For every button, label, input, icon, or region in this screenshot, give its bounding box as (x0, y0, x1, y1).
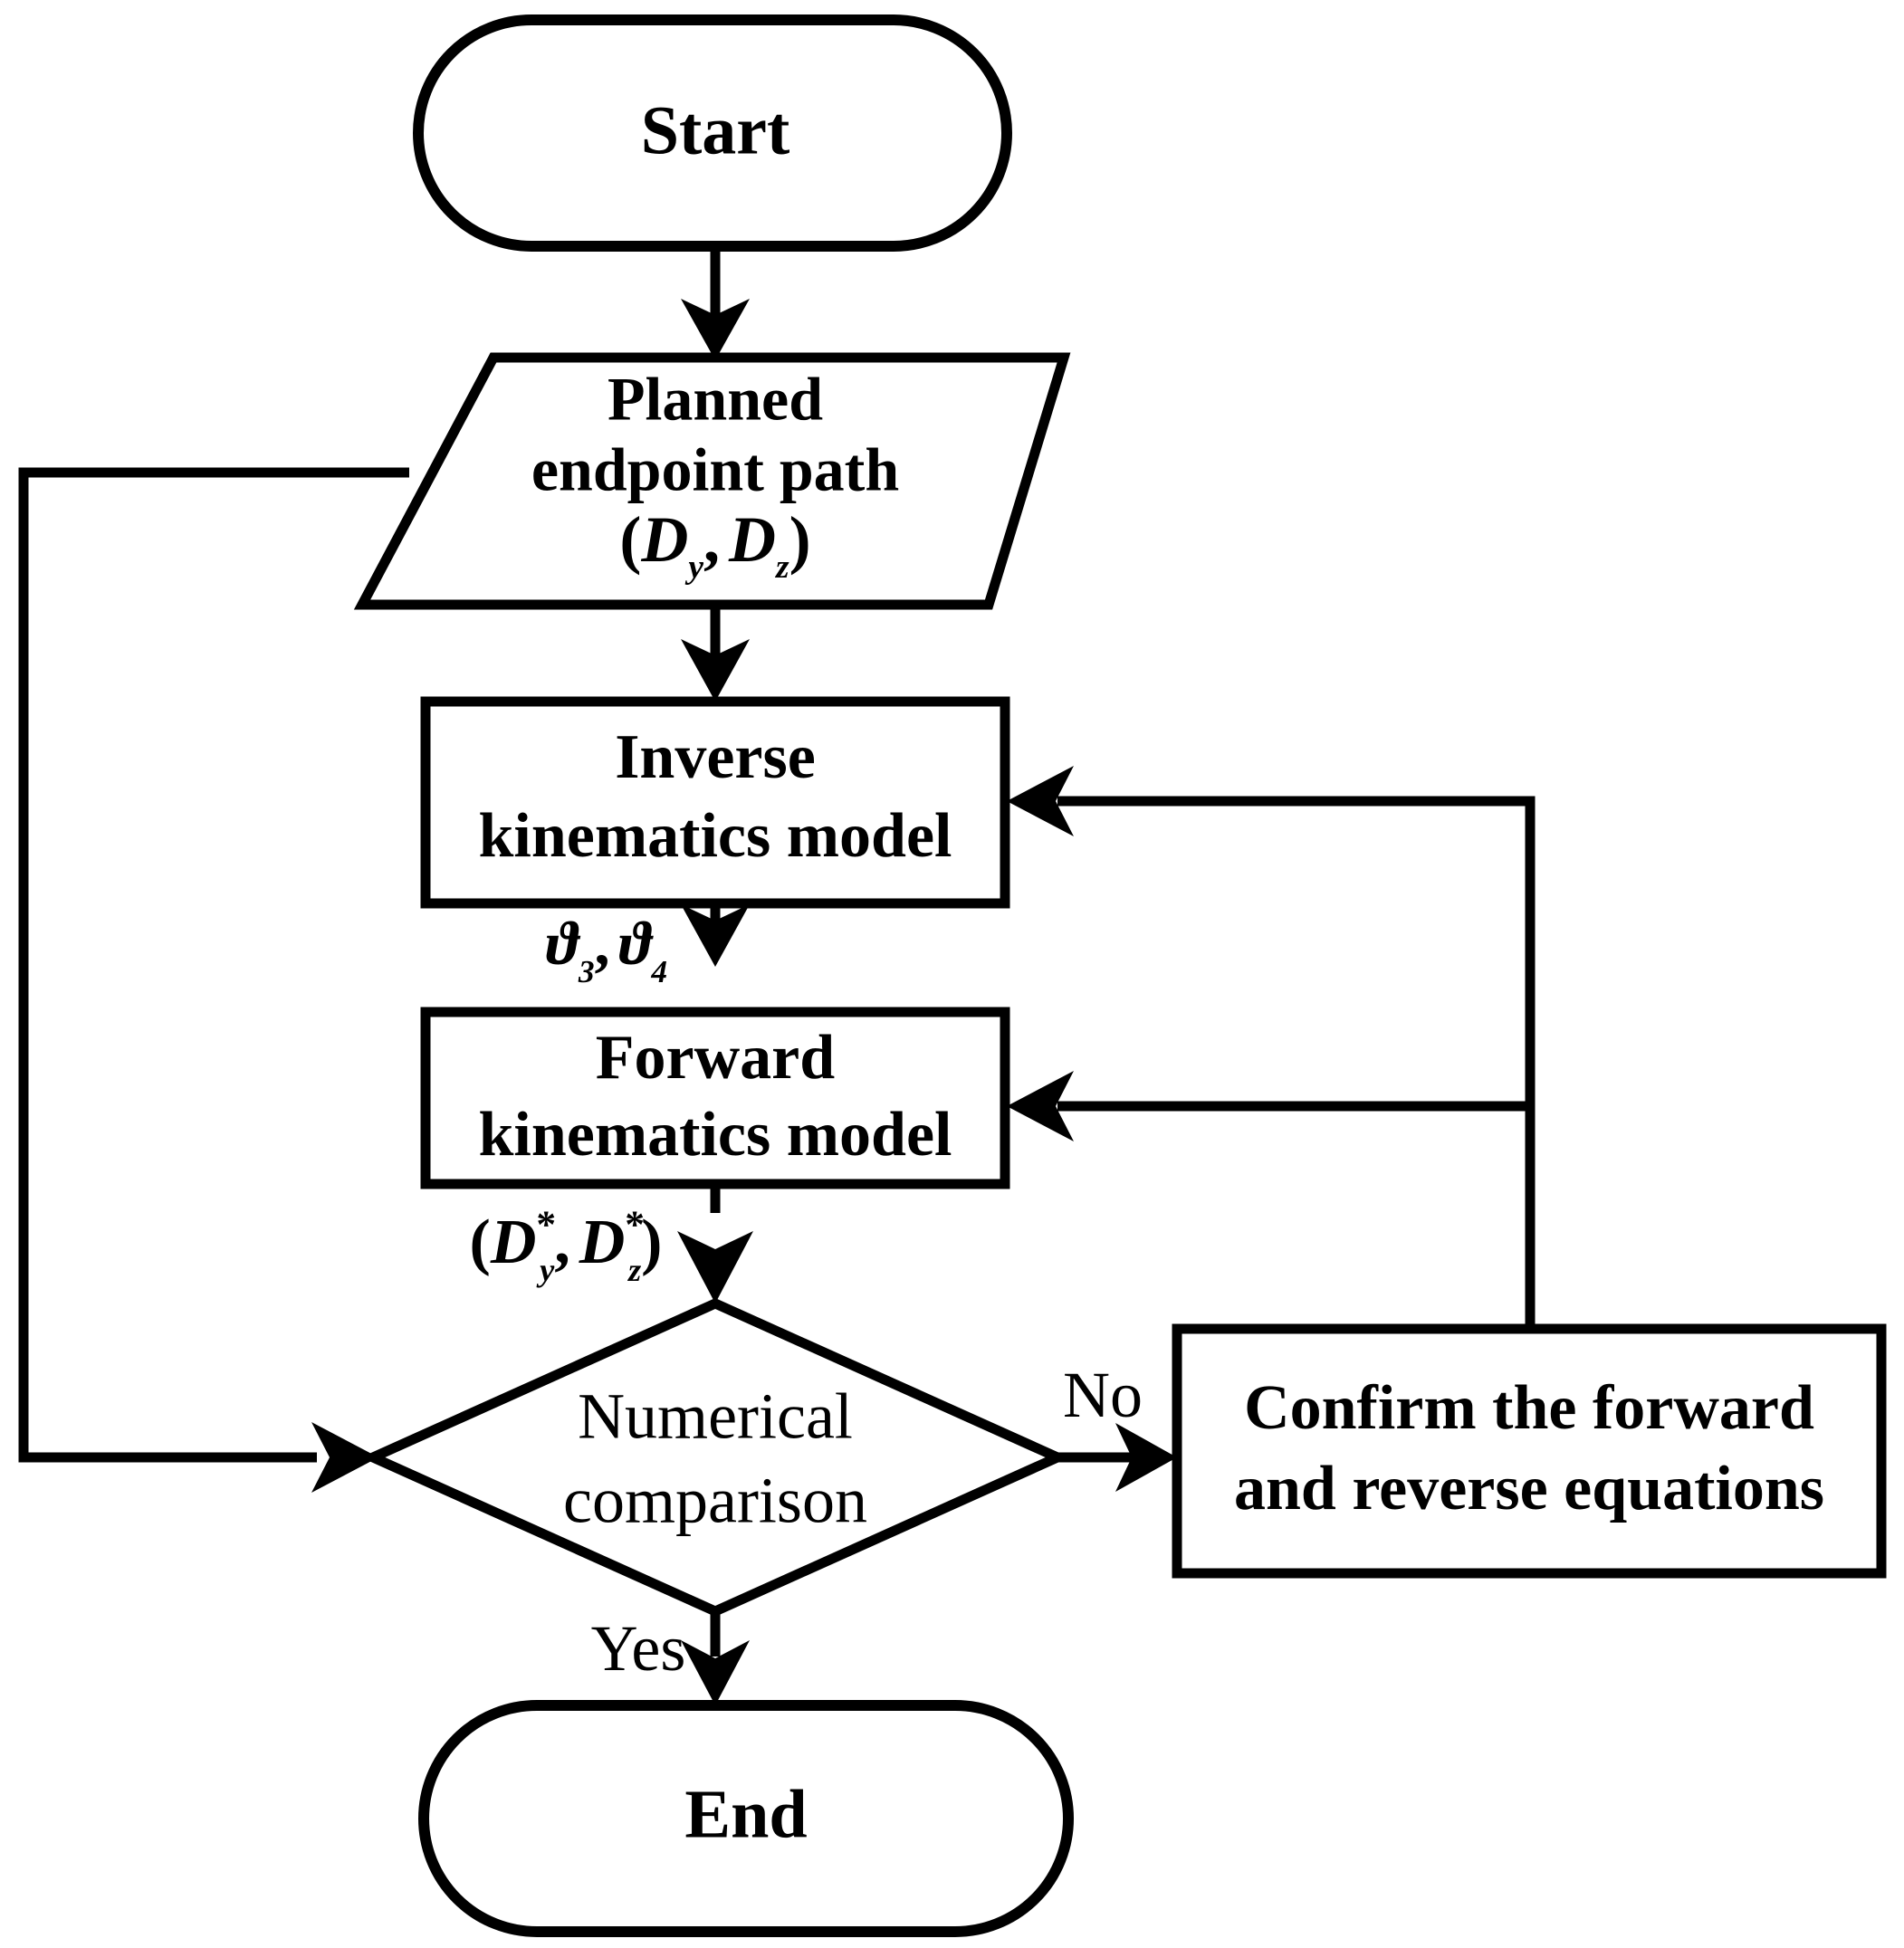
arrowhead-right (311, 1422, 378, 1493)
node-decision-label-line2: comparison (563, 1465, 867, 1537)
theta-subscript-4: 4 (650, 953, 667, 989)
dstar-comma: , (554, 1208, 570, 1277)
edge-confirm-to-inverse-feedback (1007, 766, 1536, 1329)
math-subscript-y: y (684, 549, 703, 586)
node-planned-path-math: (Dy,Dz) (619, 503, 810, 586)
node-end[interactable] (418, 1700, 1074, 1937)
node-start[interactable] (413, 14, 1012, 252)
node-end-label: End (684, 1776, 807, 1852)
arrowhead-down (681, 1640, 750, 1705)
math-close-paren: ) (789, 503, 811, 576)
math-comma: , (703, 503, 720, 576)
theta-symbol-1: ϑ (546, 909, 581, 978)
node-planned-path-label-line1: Planned (608, 365, 823, 434)
edge-label-no: No (1063, 1359, 1143, 1431)
dstar-superscript-1: * (536, 1203, 556, 1246)
node-planned-path-label-line2: endpoint path (531, 435, 899, 504)
dstar-open-paren: ( (470, 1208, 491, 1277)
dstar-superscript-2: * (625, 1203, 645, 1246)
edge-label-d-star: (D*y,D*z) (470, 1203, 663, 1288)
arrowhead-right (1115, 1423, 1177, 1492)
node-planned-path[interactable] (353, 352, 1071, 610)
arrowhead-down (677, 1231, 753, 1303)
math-open-paren: ( (619, 503, 641, 576)
arrowhead-left (1007, 766, 1074, 836)
node-decision-label-line1: Numerical (578, 1380, 853, 1453)
node-forward-model[interactable] (420, 1007, 1010, 1189)
arrowhead-down (681, 904, 750, 967)
theta-comma: , (595, 909, 610, 978)
arrowhead-left (1007, 1071, 1074, 1141)
dstar-symbol-d1: D (490, 1208, 537, 1277)
edge-decision-yes-to-end (681, 1609, 750, 1705)
edge-confirm-to-forward-feedback (1007, 1071, 1530, 1141)
edge-label-yes: Yes (591, 1612, 686, 1685)
math-symbol-d1: D (640, 503, 688, 576)
svg-text:(Dy,Dz): (Dy,Dz) (619, 503, 810, 586)
arrowhead-down (681, 639, 750, 702)
edge-planned-left-loop-to-decision (18, 467, 409, 1493)
svg-text:ϑ3,ϑ4: ϑ3,ϑ4 (546, 909, 667, 989)
node-confirm-equations[interactable] (1172, 1323, 1887, 1579)
node-inverse-model-label-line2: kinematics model (478, 801, 952, 871)
svg-text:(D*y,D*z): (D*y,D*z) (470, 1203, 663, 1288)
node-forward-model-label-line1: Forward (596, 1023, 835, 1093)
theta-symbol-2: ϑ (619, 909, 655, 978)
dstar-subscript-z: z (627, 1252, 642, 1288)
edge-planned-to-inverse (681, 608, 750, 702)
theta-subscript-3: 3 (578, 953, 595, 989)
node-forward-model-label-line2: kinematics model (478, 1100, 952, 1170)
node-start-label: Start (641, 92, 790, 168)
edge-label-theta: ϑ3,ϑ4 (546, 909, 667, 989)
edge-decision-no-to-confirm (1057, 1423, 1177, 1492)
node-confirm-equations-label-line2: and reverse equations (1234, 1454, 1824, 1523)
dstar-subscript-y: y (536, 1252, 555, 1288)
node-inverse-model[interactable] (420, 696, 1010, 909)
arrowhead-down (681, 299, 750, 360)
dstar-symbol-d2: D (579, 1208, 626, 1277)
math-symbol-d2: D (728, 503, 776, 576)
math-subscript-z: z (774, 549, 789, 586)
node-inverse-model-label-line1: Inverse (615, 722, 816, 792)
dstar-close-paren: ) (641, 1208, 662, 1277)
edge-start-to-planned (681, 246, 750, 360)
node-confirm-equations-label-line1: Confirm the forward (1244, 1373, 1814, 1443)
node-decision[interactable] (360, 1297, 1070, 1618)
